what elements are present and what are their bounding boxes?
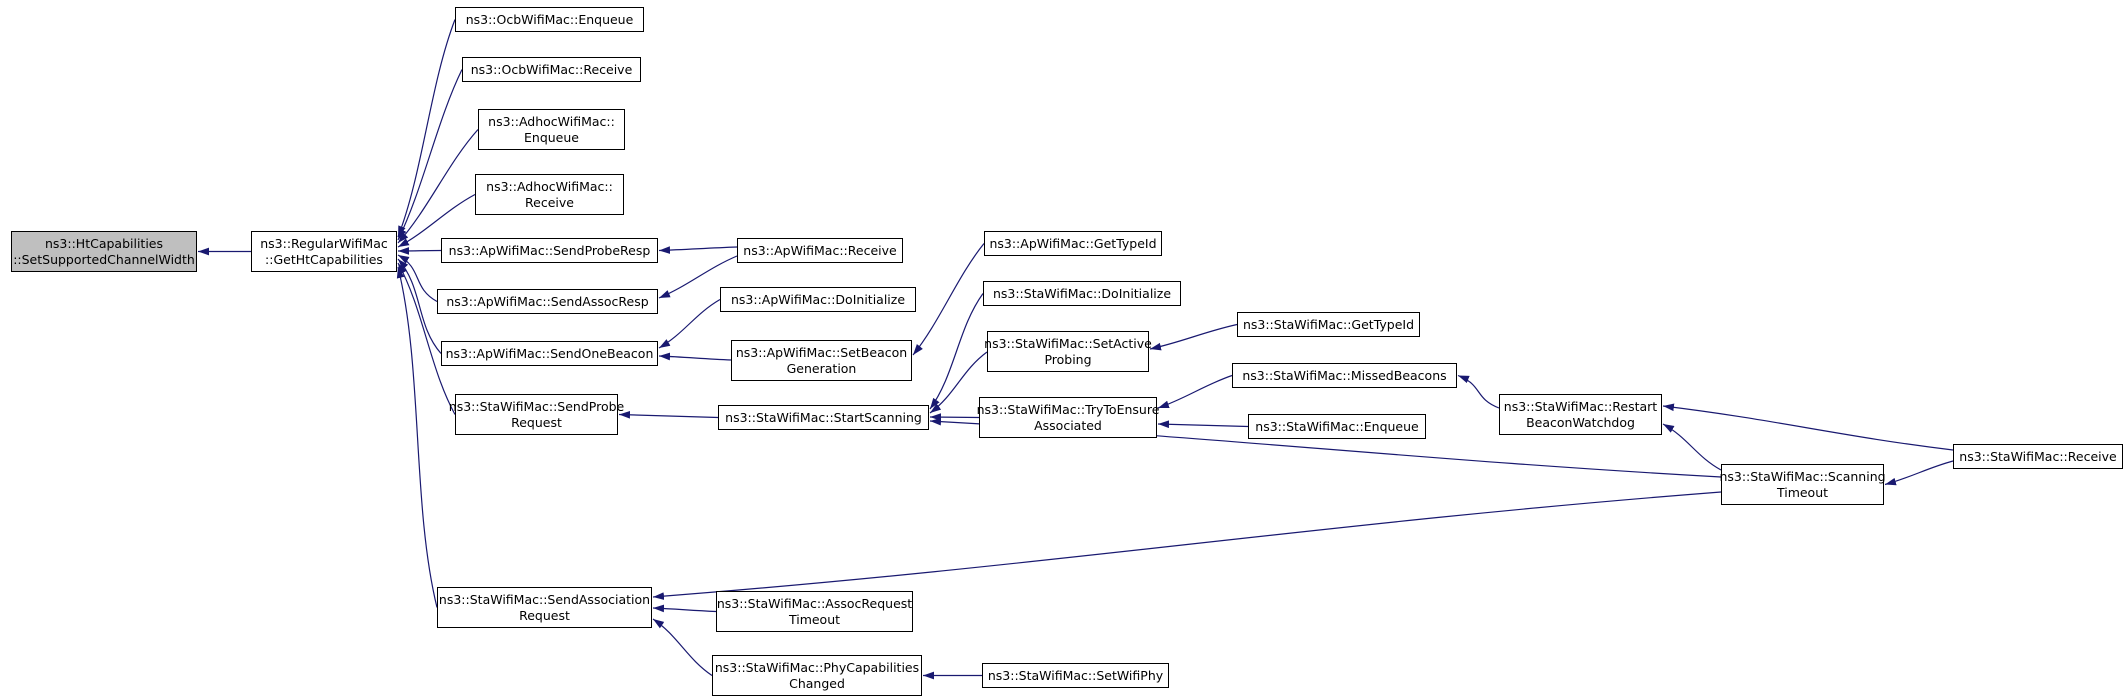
- graph-edge-sta-get-type-id--sta-set-active-probing: [1149, 323, 1238, 351]
- graph-node-label: ns3::StaWifiMac::GetTypeId: [1242, 316, 1415, 332]
- graph-node-label: ns3::StaWifiMac::Restart: [1503, 398, 1658, 414]
- graph-node-label: ns3::StaWifiMac::DoInitialize: [992, 285, 1172, 301]
- graph-node-label: ns3::StaWifiMac::Receive: [1959, 448, 2117, 464]
- graph-edge-sta-assoc-request-timeout--sta-send-association-request: [652, 604, 717, 613]
- graph-node-sta-set-wifi-phy[interactable]: ns3::StaWifiMac::SetWifiPhy: [982, 663, 1169, 688]
- graph-node-get-ht-capabilities[interactable]: ns3::RegularWifiMac::GetHtCapabilities: [251, 231, 397, 272]
- graph-node-label: ns3::OcbWifiMac::Enqueue: [465, 11, 634, 27]
- graph-node-label: Request: [511, 414, 562, 430]
- graph-node-label: ns3::StaWifiMac::SendProbe: [448, 398, 625, 414]
- graph-edge-sta-receive--sta-scanning-timeout: [1884, 460, 1954, 486]
- graph-node-label: ns3::AdhocWifiMac::: [486, 178, 613, 194]
- graph-node-label: Timeout: [1776, 484, 1829, 500]
- graph-node-ap-send-one-beacon[interactable]: ns3::ApWifiMac::SendOneBeacon: [441, 341, 658, 366]
- graph-node-label: ns3::ApWifiMac::GetTypeId: [989, 235, 1157, 251]
- graph-edge-ocb-receive--get-ht-capabilities: [397, 69, 463, 241]
- graph-node-label: Probing: [1044, 351, 1092, 367]
- graph-node-label: ns3::StaWifiMac::TryToEnsure: [976, 401, 1160, 417]
- graph-edge-sta-enqueue--sta-try-to-ensure-associated: [1157, 420, 1249, 429]
- graph-node-label: ns3::StaWifiMac::MissedBeacons: [1242, 367, 1447, 383]
- graph-node-label: ns3::HtCapabilities: [44, 235, 164, 251]
- graph-node-label: ns3::ApWifiMac::SendOneBeacon: [445, 345, 654, 361]
- graph-edge-ap-do-initialize--ap-send-one-beacon: [658, 298, 721, 349]
- graph-edge-sta-receive--sta-restart-beacon-watchdog: [1662, 403, 1954, 451]
- graph-node-label: Request: [519, 607, 570, 623]
- graph-edge-sta-restart-beacon-watchdog--sta-missed-beacons: [1457, 374, 1500, 409]
- graph-node-set-supported-channel-width: ns3::HtCapabilities::SetSupportedChannel…: [11, 231, 197, 272]
- graph-edge-ap-send-probe-resp--get-ht-capabilities: [397, 247, 442, 255]
- graph-edge-sta-scanning-timeout--sta-send-association-request: [652, 491, 1722, 600]
- graph-node-label: Enqueue: [524, 129, 579, 145]
- graph-node-label: ns3::AdhocWifiMac::: [488, 113, 615, 129]
- graph-node-sta-receive[interactable]: ns3::StaWifiMac::Receive: [1953, 444, 2123, 469]
- graph-node-label: Receive: [525, 194, 574, 210]
- graph-node-sta-start-scanning[interactable]: ns3::StaWifiMac::StartScanning: [718, 405, 929, 430]
- graph-edge-sta-phy-capabilities-changed--sta-send-association-request: [652, 618, 713, 676]
- graph-edge-sta-set-active-probing--sta-start-scanning: [929, 351, 988, 414]
- graph-node-ap-receive[interactable]: ns3::ApWifiMac::Receive: [737, 238, 903, 263]
- graph-node-label: ns3::StaWifiMac::SetActive: [984, 335, 1152, 351]
- graph-node-sta-enqueue[interactable]: ns3::StaWifiMac::Enqueue: [1248, 414, 1426, 439]
- graph-node-label: ns3::StaWifiMac::SendAssociation: [438, 591, 651, 607]
- graph-node-sta-get-type-id[interactable]: ns3::StaWifiMac::GetTypeId: [1237, 312, 1420, 337]
- graph-node-label: Timeout: [788, 611, 841, 627]
- graph-node-label: ns3::StaWifiMac::Enqueue: [1255, 418, 1419, 434]
- graph-node-ap-get-type-id[interactable]: ns3::ApWifiMac::GetTypeId: [984, 231, 1162, 256]
- graph-edge-ap-receive--ap-send-assoc-resp: [658, 255, 738, 299]
- graph-node-adhoc-receive[interactable]: ns3::AdhocWifiMac::Receive: [475, 174, 624, 215]
- graph-node-label: ns3::RegularWifiMac: [260, 235, 388, 251]
- graph-node-label: ns3::StaWifiMac::StartScanning: [725, 409, 922, 425]
- graph-node-label: BeaconWatchdog: [1526, 414, 1635, 430]
- graph-node-ap-send-probe-resp[interactable]: ns3::ApWifiMac::SendProbeResp: [441, 238, 658, 263]
- graph-node-label: ns3::StaWifiMac::PhyCapabilities: [714, 659, 920, 675]
- graph-node-label: ns3::ApWifiMac::SendProbeResp: [448, 242, 651, 258]
- graph-node-label: ns3::StaWifiMac::AssocRequest: [716, 595, 913, 611]
- graph-edge-adhoc-receive--get-ht-capabilities: [397, 193, 476, 248]
- graph-edge-adhoc-enqueue--get-ht-capabilities: [397, 129, 479, 244]
- graph-edge-sta-send-probe-request--get-ht-capabilities: [397, 262, 456, 415]
- graph-node-label: ::SetSupportedChannelWidth: [13, 251, 195, 267]
- graph-edge-sta-do-initialize--sta-start-scanning: [929, 293, 984, 410]
- graph-edge-sta-send-association-request--get-ht-capabilities: [396, 266, 438, 608]
- graph-node-label: Generation: [786, 360, 857, 376]
- graph-node-adhoc-enqueue[interactable]: ns3::AdhocWifiMac::Enqueue: [478, 109, 625, 150]
- graph-node-label: Associated: [1034, 417, 1102, 433]
- graph-node-label: ns3::ApWifiMac::SendAssocResp: [446, 293, 649, 309]
- graph-node-label: ns3::ApWifiMac::SetBeacon: [735, 344, 908, 360]
- graph-edge-sta-try-to-ensure-associated--sta-start-scanning: [929, 413, 980, 421]
- graph-node-label: ns3::StaWifiMac::Scanning: [1719, 468, 1886, 484]
- graph-node-label: Changed: [789, 675, 845, 691]
- graph-node-ocb-receive[interactable]: ns3::OcbWifiMac::Receive: [462, 57, 641, 82]
- graph-edge-ocb-enqueue--get-ht-capabilities: [397, 19, 456, 238]
- graph-node-label: ns3::StaWifiMac::SetWifiPhy: [987, 667, 1164, 683]
- graph-edge-sta-scanning-timeout--sta-restart-beacon-watchdog: [1662, 423, 1722, 471]
- graph-edge-ap-get-type-id--ap-set-beacon-generation: [912, 243, 985, 356]
- graph-node-label: ns3::ApWifiMac::Receive: [743, 242, 897, 258]
- graph-node-label: ::GetHtCapabilities: [265, 251, 383, 267]
- graph-node-ap-send-assoc-resp[interactable]: ns3::ApWifiMac::SendAssocResp: [437, 289, 658, 314]
- graph-edge-ap-set-beacon-generation--ap-send-one-beacon: [658, 352, 732, 361]
- graph-node-ap-do-initialize[interactable]: ns3::ApWifiMac::DoInitialize: [720, 287, 916, 312]
- graph-node-sta-do-initialize[interactable]: ns3::StaWifiMac::DoInitialize: [983, 281, 1181, 306]
- graph-edge-ap-receive--ap-send-probe-resp: [658, 246, 738, 254]
- graph-node-label: ns3::OcbWifiMac::Receive: [470, 61, 633, 77]
- graph-node-label: ns3::ApWifiMac::DoInitialize: [730, 291, 906, 307]
- graph-edge-sta-start-scanning--sta-send-probe-request: [618, 410, 719, 419]
- graph-edge-sta-missed-beacons--sta-try-to-ensure-associated: [1157, 374, 1233, 409]
- graph-node-ocb-enqueue[interactable]: ns3::OcbWifiMac::Enqueue: [455, 7, 644, 32]
- graph-node-sta-missed-beacons[interactable]: ns3::StaWifiMac::MissedBeacons: [1232, 363, 1457, 388]
